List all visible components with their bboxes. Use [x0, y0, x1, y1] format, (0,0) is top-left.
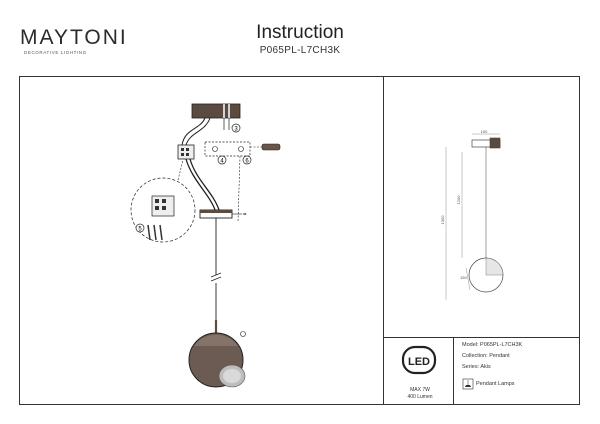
frame-divider-horizontal	[383, 337, 580, 338]
callout-4	[217, 155, 227, 165]
ceiling-plate	[191, 103, 241, 119]
lumen-output: 400 Lumen	[407, 394, 433, 400]
brand-tagline: DECORATIVE LIGHTING	[24, 50, 87, 55]
callout-5	[135, 223, 145, 233]
frame-divider-vertical	[383, 76, 384, 405]
callout-5-label: 5	[138, 227, 142, 233]
info-type: Pendant Lamps	[476, 381, 515, 387]
wall-plug	[261, 143, 281, 151]
dim-outer-label: 1300	[440, 215, 445, 225]
callout-6	[242, 155, 252, 165]
brand-name: MAYTONI	[20, 26, 128, 49]
callout-3-label: 3	[234, 127, 238, 133]
info-series: Series: Akis	[462, 364, 491, 370]
dim-diameter-label: 150	[460, 275, 467, 280]
detail-circle	[130, 177, 196, 243]
brand-logo: MAYTONI DECORATIVE LIGHTING	[20, 26, 130, 56]
led-logo-text: LED	[408, 356, 430, 368]
callout-4-label: 4	[220, 159, 224, 165]
dimension-drawing: 100 1300 1200 150	[440, 129, 504, 300]
info-model: Model: P065PL-L7CH3K	[462, 342, 523, 348]
led-specs: MAX 7W 400 Lumen	[392, 387, 448, 401]
dim-inner-label: 1200	[456, 195, 461, 205]
callout-3	[231, 123, 241, 133]
dim-top-label: 100	[481, 129, 488, 134]
model-number: P065PL-L7CH3K	[259, 45, 341, 56]
max-wattage: MAX 7W	[410, 387, 430, 393]
page-title: Instruction	[256, 22, 344, 43]
callout-6-label: 6	[245, 159, 249, 165]
led-logo: LED	[401, 345, 437, 375]
terminal-block	[177, 144, 195, 160]
info-collection: Collection: Pendant	[462, 353, 510, 359]
canopy-screw-mark: =	[243, 212, 247, 218]
info-divider	[453, 337, 454, 405]
drawing-frame	[19, 76, 580, 405]
